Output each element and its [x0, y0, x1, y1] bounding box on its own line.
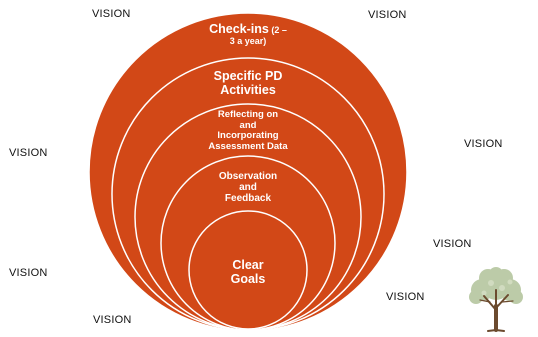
ring-label-clear-goals: Clear Goals: [230, 258, 266, 286]
ring-clear-goals: [188, 210, 308, 330]
vision-label: VISION: [433, 238, 472, 250]
ring-label-reflecting: Reflecting on and Incorporating Assessme…: [208, 109, 288, 152]
vision-label: VISION: [9, 267, 48, 279]
ring-label-check-ins: Check-ins (2 – 3 a year): [209, 22, 287, 46]
vision-label: VISION: [386, 291, 425, 303]
vision-label: VISION: [368, 9, 407, 21]
vision-label: VISION: [464, 138, 503, 150]
ring-label-observation: Observation and Feedback: [218, 171, 278, 205]
ring-label-specific-pd: Specific PD Activities: [213, 69, 283, 97]
vision-label: VISION: [93, 314, 132, 326]
vision-label: VISION: [92, 8, 131, 20]
vision-label: VISION: [9, 147, 48, 159]
tree-icon: [469, 267, 523, 332]
